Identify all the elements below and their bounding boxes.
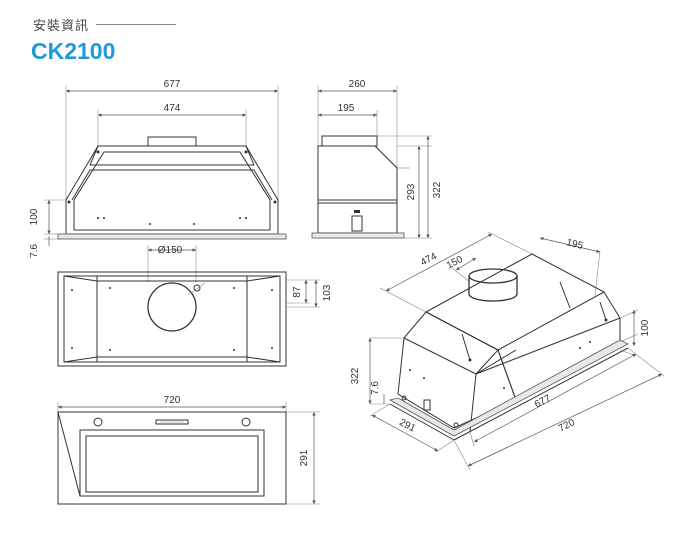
dim-side-h1: 293 (406, 183, 417, 200)
isometric-view: 474 150 195 (350, 231, 665, 471)
dim-front-overall: 677 (164, 79, 181, 90)
dim-iso-top-d: 195 (565, 237, 584, 252)
side-view: 260 195 293 322 (311, 79, 443, 239)
dim-front-base: 7.6 (29, 244, 40, 258)
dim-bottom-width: 720 (164, 395, 181, 406)
bottom-view: 720 291 (57, 395, 320, 505)
plan-view: Ø150 87 103 (57, 245, 333, 367)
dim-plan-duct: Ø150 (158, 245, 183, 256)
dim-side-overall: 260 (349, 79, 366, 90)
dim-iso-depth: 291 (397, 417, 417, 435)
dim-plan-d2: 103 (322, 284, 333, 301)
dim-iso-duct: 150 (445, 254, 465, 272)
section-label: 安裝資訊 (33, 19, 90, 34)
model-title: CK2100 (31, 38, 116, 64)
dim-iso-total-h: 322 (350, 367, 361, 384)
header-rule (96, 24, 176, 25)
dim-front-top: 474 (164, 103, 181, 114)
dim-iso-top-w: 474 (419, 251, 439, 269)
front-view: 677 474 100 7.6 (29, 79, 287, 258)
dim-bottom-depth: 291 (299, 449, 310, 466)
dim-iso-w2: 720 (557, 417, 577, 435)
dim-iso-w1: 677 (533, 393, 553, 411)
dim-side-h2: 322 (432, 181, 443, 198)
dim-iso-height: 100 (640, 319, 651, 336)
dim-plan-d1: 87 (292, 286, 303, 298)
dim-front-height: 100 (29, 208, 40, 225)
dim-iso-base: 7.6 (370, 381, 381, 395)
dim-side-top: 195 (338, 103, 355, 114)
